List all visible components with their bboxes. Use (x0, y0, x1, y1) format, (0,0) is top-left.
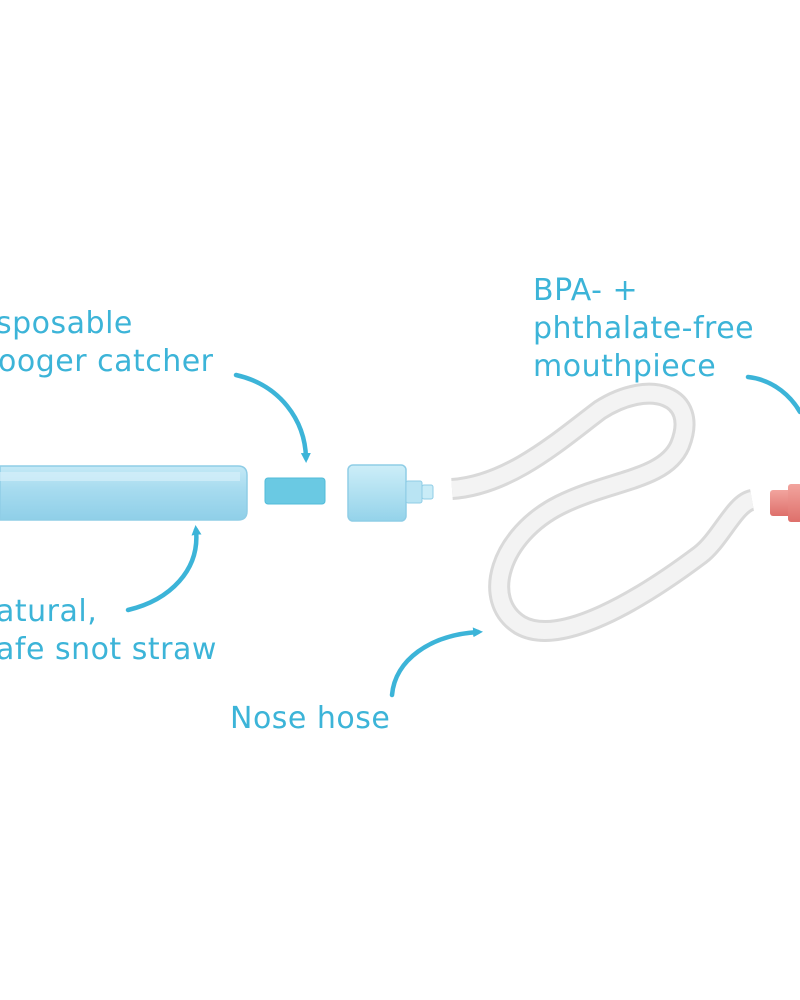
snot-straw-label: atural, afe snot straw (0, 593, 217, 669)
booger-catcher-label-line-1: sposable (0, 306, 133, 341)
snot-straw-label-line-2: afe snot straw (0, 632, 217, 667)
booger-catcher-arrow (233, 372, 311, 463)
mouthpiece-arrow (745, 374, 800, 415)
mouthpiece-label-line-3: mouthpiece (533, 349, 717, 384)
snot-straw (0, 465, 248, 521)
booger-catcher-label: sposable ooger catcher (0, 305, 214, 381)
snot-straw-arrow (125, 525, 202, 613)
booger-catcher-label-line-2: ooger catcher (0, 344, 214, 379)
nose-hose-arrow (389, 627, 483, 698)
snot-straw-label-line-1: atural, (0, 594, 98, 629)
mouthpiece (770, 484, 800, 522)
mouthpiece-label-line-2: phthalate-free (533, 311, 755, 346)
mouthpiece-label: BPA- + phthalate-free mouthpiece (533, 272, 754, 386)
nose-hose (450, 382, 756, 642)
straw-cap (347, 464, 434, 522)
nose-hose-label-line-1: Nose hose (230, 701, 391, 736)
nose-hose-label: Nose hose (230, 700, 390, 738)
booger-catcher-filter (264, 477, 326, 505)
mouthpiece-label-line-1: BPA- + (533, 273, 639, 308)
